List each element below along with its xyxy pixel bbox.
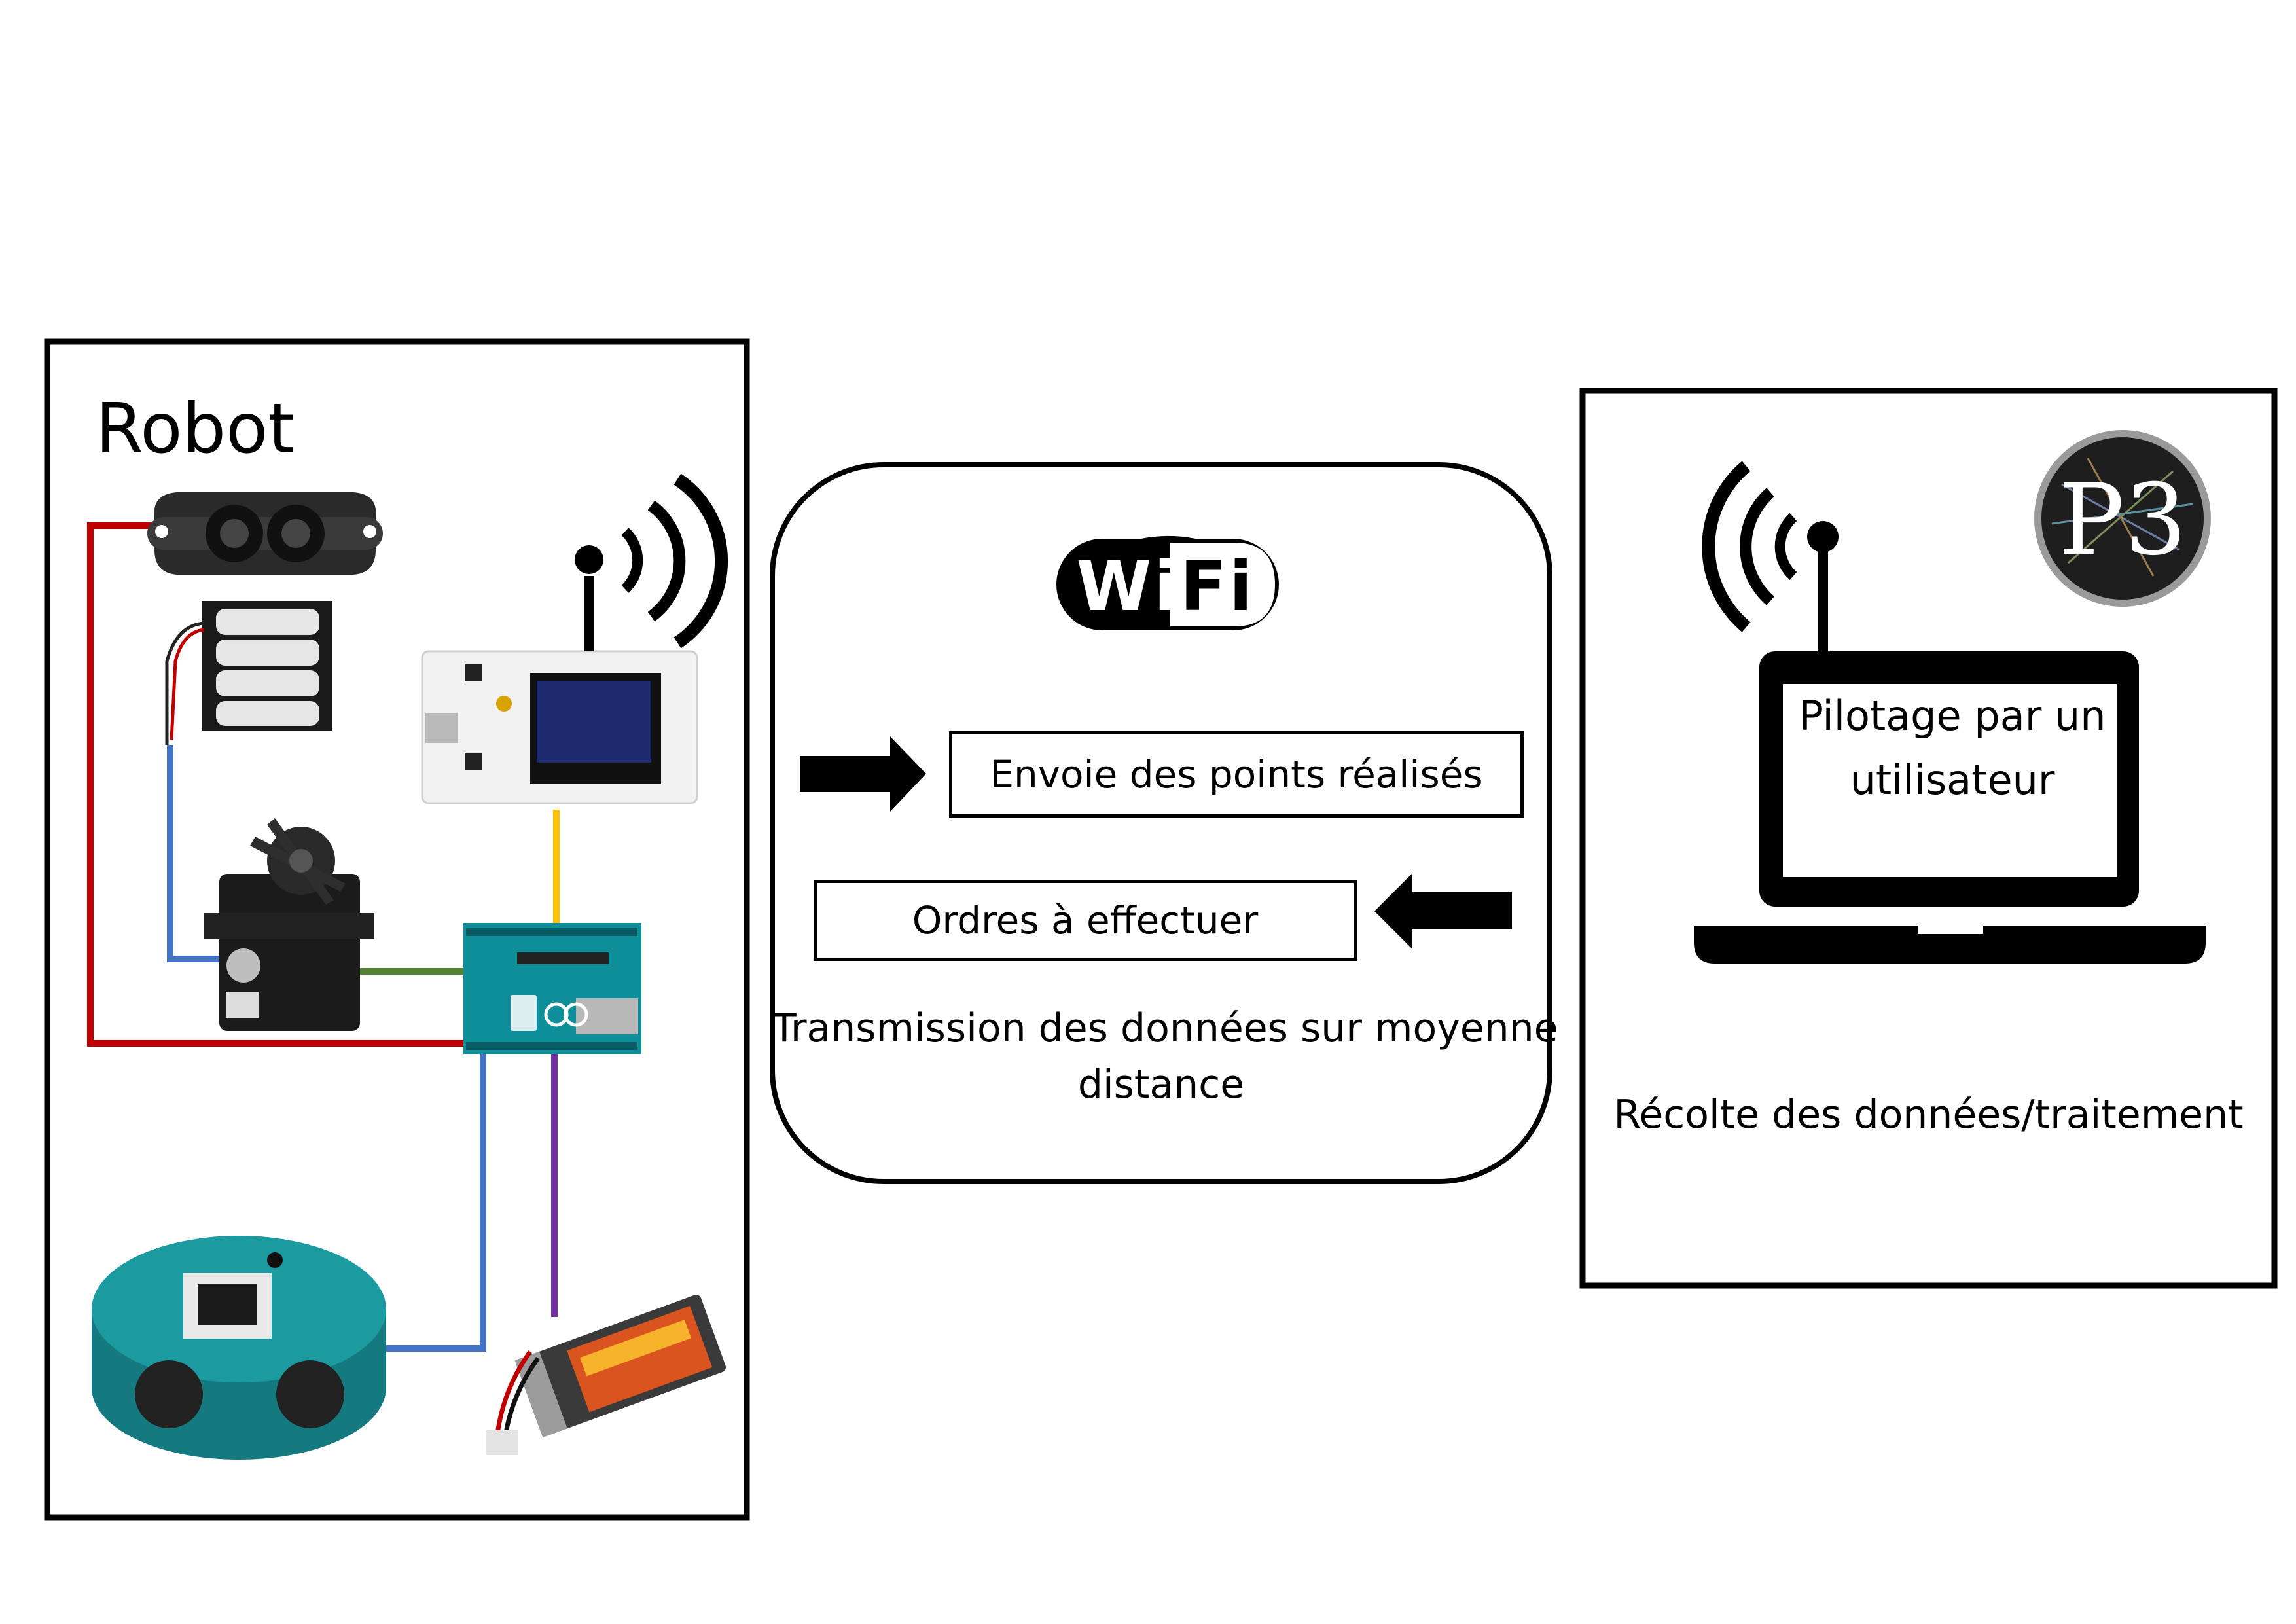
robot-title: Robot	[96, 389, 295, 469]
processing-logo-icon: P3	[2034, 430, 2211, 607]
battery-pack-icon	[165, 601, 332, 745]
blue-wire-battery-servo	[167, 745, 230, 962]
computer-panel	[1579, 388, 2278, 1289]
arduino-robot-base-icon	[92, 1236, 386, 1460]
arduino-uno-icon	[463, 923, 641, 1054]
computer-caption: Récolte des données/traitement	[1613, 1092, 2244, 1138]
wires	[87, 522, 560, 1352]
robot-panel	[44, 338, 750, 1521]
orders-box: Ordres à effectuer	[814, 880, 1357, 961]
receive-arrow-icon	[1374, 873, 1512, 949]
wifi-logo: WiFi	[1056, 535, 1279, 630]
ultrasonic-sensor-icon	[147, 492, 383, 575]
orders-label: Ordres à effectuer	[912, 898, 1259, 943]
transmission-panel	[770, 462, 1552, 1184]
laptop-icon	[1694, 461, 2206, 964]
transmission-caption-line1: Transmission des données sur moyenne	[772, 1005, 1558, 1051]
red-wire	[87, 522, 476, 1047]
send-points-label: Envoie des points réalisés	[990, 752, 1483, 797]
processing-logo-text: P3	[2058, 463, 2187, 577]
servo-motor-icon	[204, 818, 374, 1031]
transmission-caption-line2: distance	[1077, 1062, 1245, 1108]
send-arrow-icon	[800, 736, 926, 812]
send-points-box: Envoie des points réalisés	[949, 731, 1524, 818]
wifi-logo-text: WiFi	[1076, 547, 1255, 626]
lipo-battery-icon	[486, 1295, 726, 1455]
transmission-caption: Transmission des données sur moyenne dis…	[772, 1000, 1558, 1113]
laptop-screen-label: Pilotage par un utilisateur	[1799, 692, 2106, 804]
blue-wire-arduino-base	[383, 1054, 486, 1352]
wifi-board-icon	[421, 473, 728, 804]
